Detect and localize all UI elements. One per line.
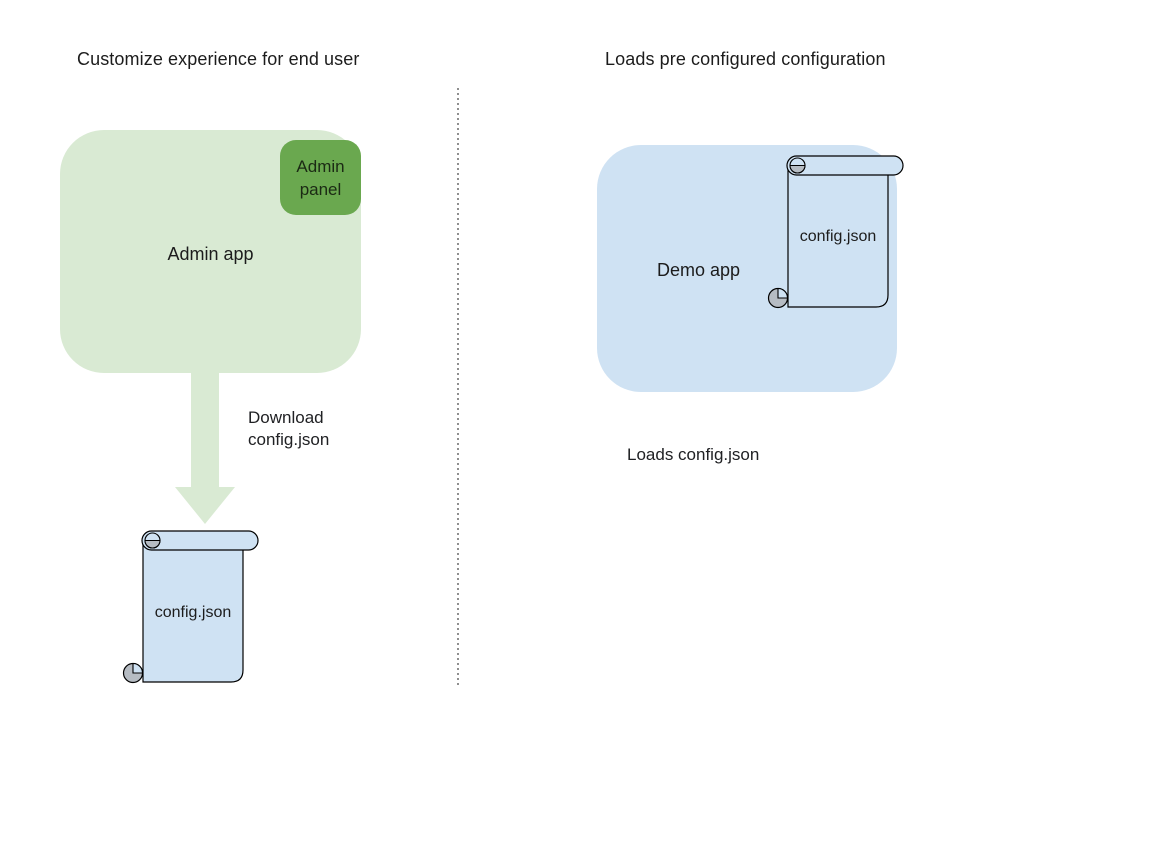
config-scroll-icon	[122, 530, 259, 684]
admin-app-label: Admin app	[167, 244, 254, 264]
download-arrow-icon	[175, 373, 235, 524]
config-scroll-icon	[767, 155, 904, 309]
right-section-title: Loads pre configured configuration	[605, 49, 886, 69]
config-file-label: config.json	[154, 604, 232, 621]
config-file-label: config.json	[799, 228, 877, 245]
left-section-title: Customize experience for end user	[77, 49, 360, 69]
admin-panel-badge: Admin panel	[280, 140, 361, 215]
admin-panel-label: Admin panel	[296, 156, 345, 199]
demo-app-label: Demo app	[657, 260, 741, 280]
download-config-label: Download config.json	[248, 408, 330, 449]
loads-config-caption: Loads config.json	[627, 445, 760, 464]
section-divider-line	[457, 88, 459, 687]
